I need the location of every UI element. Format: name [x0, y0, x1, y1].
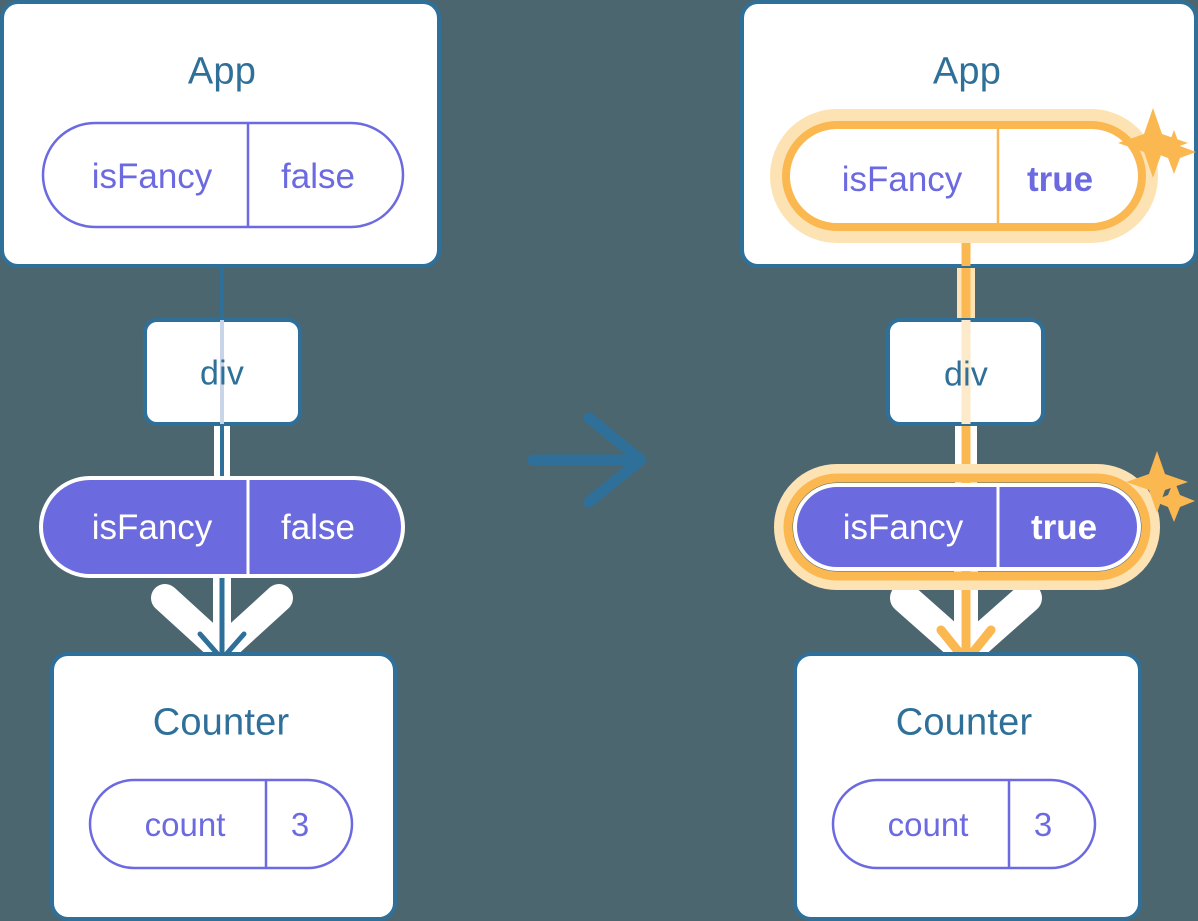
sparkle-small-top-icon: [1152, 130, 1196, 174]
app-pill-left: [41, 121, 405, 229]
sparkle-large-mid-icon: [1126, 451, 1188, 513]
prop-pill-ring-right: [783, 473, 1151, 581]
sparkle-small-mid-icon: [1153, 480, 1195, 522]
counter-pill-right: [831, 778, 1097, 870]
app-pill-glow-right: [770, 109, 1158, 243]
prop-pill-left: [39, 476, 405, 578]
app-pill-ring-right: [782, 121, 1146, 231]
prop-pill-right: [793, 483, 1141, 571]
panel-after: [740, 0, 1198, 921]
sparkle-large-top-icon: [1118, 108, 1188, 178]
counter-pill-left: [88, 778, 354, 870]
prop-pill-glow-right: [774, 464, 1160, 590]
panel-before: [0, 0, 441, 921]
transition-arrow: [527, 412, 647, 508]
